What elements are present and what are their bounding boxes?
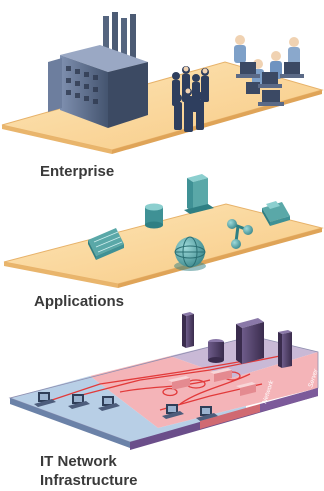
client-computer-icon — [196, 406, 218, 421]
walking-people-group-icon — [172, 66, 209, 132]
server-tower-icon — [208, 339, 224, 363]
factory-building-icon — [48, 12, 148, 128]
client-computer-icon — [162, 404, 184, 419]
network-device-icon — [210, 368, 232, 382]
applications-platform — [3, 203, 324, 288]
client-computer-icon — [68, 394, 90, 409]
network-device-icon — [168, 376, 190, 390]
layer-label-it-network-line2: Infrastructure — [40, 472, 138, 489]
spreadsheet-tablet-icon — [88, 228, 124, 260]
layer-label-enterprise: Enterprise — [40, 163, 115, 180]
layer-label-it-network-line1: IT Network — [40, 453, 117, 470]
globe-sphere-icon — [174, 236, 206, 271]
client-computer-icon — [34, 392, 56, 407]
network-zone — [90, 352, 318, 428]
office-workers-at-desks-icon — [234, 35, 304, 106]
server-tower-icon — [278, 330, 292, 368]
server-tower-icon — [182, 312, 194, 348]
database-cylinder-icon — [145, 203, 163, 229]
zone-label-client: Client — [231, 422, 250, 434]
network-node-icon — [227, 219, 253, 249]
server-tower-icon — [184, 174, 214, 214]
client-computer-icon — [98, 396, 120, 411]
server-tower-icon — [236, 318, 264, 364]
layer-label-applications: Applications — [34, 293, 125, 310]
network-device-icon — [236, 382, 256, 396]
layer-label-it-network: IT Network Infrastructure — [40, 452, 138, 490]
client-zone — [10, 376, 246, 442]
folder-card-icon — [262, 201, 290, 226]
